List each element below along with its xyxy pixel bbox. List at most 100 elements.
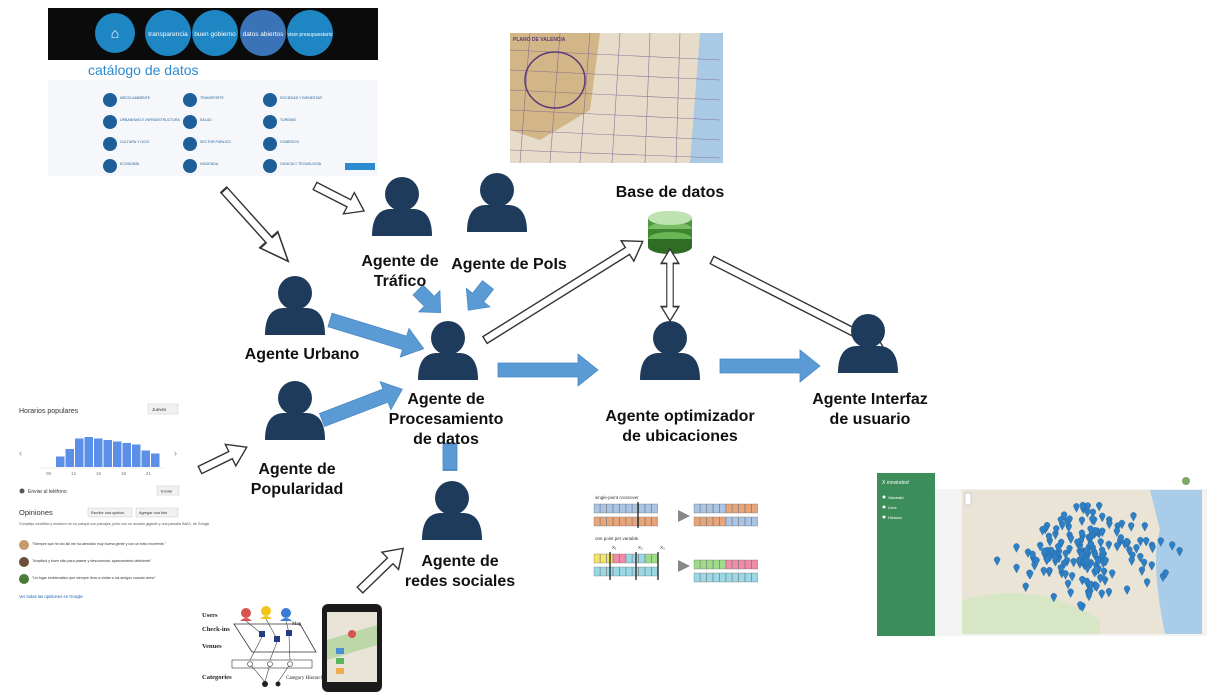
map-pin-icon[interactable] — [1099, 512, 1106, 523]
map-pin-icon[interactable] — [1141, 558, 1148, 569]
category-7[interactable]: CULTURA Y OCIO — [120, 140, 149, 144]
portal-menu-4[interactable]: aplicaciones — [285, 60, 311, 65]
map-pin-icon[interactable] — [1057, 516, 1064, 526]
map-pin-icon[interactable] — [1085, 591, 1092, 602]
map-pin-icon[interactable] — [1052, 554, 1059, 564]
map-pin-icon[interactable] — [1066, 515, 1073, 525]
map-pin-icon[interactable] — [1033, 557, 1040, 567]
map-pin-icon[interactable] — [1105, 588, 1112, 598]
portal-menu-5[interactable]: participa — [320, 60, 338, 65]
map-pin-icon[interactable] — [1148, 561, 1155, 571]
map-pin-icon[interactable] — [1128, 556, 1135, 566]
day-selector[interactable]: Jueves — [152, 407, 167, 412]
map-pin-icon[interactable] — [1066, 545, 1073, 555]
map-pin-icon[interactable] — [1093, 566, 1100, 576]
map-pin-icon[interactable] — [1089, 515, 1096, 525]
map-pin-icon[interactable] — [1144, 578, 1151, 588]
map-pin-icon[interactable] — [1067, 588, 1074, 598]
map-pin-icon[interactable] — [1079, 551, 1086, 561]
all-reviews-link[interactable]: Ver todas las opiniones en Google — [19, 594, 83, 599]
category-10[interactable]: ECONOMÍA — [120, 162, 140, 166]
map-pin-icon[interactable] — [1050, 593, 1057, 603]
map-pin-icon[interactable] — [1137, 553, 1144, 563]
map-pin-icon[interactable] — [1099, 527, 1106, 538]
map-pin-icon[interactable] — [1073, 503, 1080, 513]
category-2[interactable]: TRANSPORTE — [200, 96, 225, 100]
map-pin-icon[interactable] — [1061, 559, 1068, 570]
map-pin-icon[interactable] — [1053, 525, 1060, 535]
category-1[interactable]: MEDIO AMBIENTE — [120, 96, 151, 100]
map-pin-icon[interactable] — [1078, 516, 1085, 526]
map-pin-icon[interactable] — [1070, 558, 1077, 568]
map-pin-icon[interactable] — [1029, 550, 1036, 561]
map-pin-icon[interactable] — [994, 556, 1001, 566]
map-pin-icon[interactable] — [1087, 525, 1094, 535]
map-pin-icon[interactable] — [1101, 567, 1108, 578]
map-pin-icon[interactable] — [1143, 537, 1150, 547]
map-pin-icon[interactable] — [1102, 557, 1109, 567]
map-pin-icon[interactable] — [1106, 519, 1113, 530]
category-4[interactable]: URBANISMO E INFRAESTRUCTURA — [120, 118, 181, 122]
map-pin-icon[interactable] — [1097, 538, 1104, 548]
add-photo-button[interactable]: Agregar una foto — [139, 511, 167, 515]
category-9[interactable]: COMERCIO — [280, 140, 300, 144]
app-menu-1[interactable]: Valueatd — [888, 495, 904, 500]
map-pin-icon[interactable] — [1114, 522, 1121, 532]
map-pin-icon[interactable] — [1087, 581, 1095, 591]
portal-menu-1[interactable]: ¿qué son? — [170, 60, 192, 65]
map-pin-icon[interactable] — [1141, 522, 1148, 532]
map-pin-icon[interactable] — [1037, 541, 1044, 552]
map-pin-icon[interactable] — [1130, 512, 1137, 522]
map-pin-icon[interactable] — [1074, 538, 1081, 549]
send-button[interactable]: Enviar — [161, 489, 173, 494]
map-pin-icon[interactable] — [1113, 527, 1120, 537]
map-pin-icon[interactable] — [1137, 537, 1144, 547]
map-pin-icon[interactable] — [1157, 537, 1164, 547]
category-6[interactable]: TURISMO — [280, 118, 296, 122]
map-pin-icon[interactable] — [1099, 546, 1106, 557]
map-pin-icon[interactable] — [1109, 569, 1116, 579]
map-pin-icon[interactable] — [1089, 508, 1096, 519]
map-pin-icon[interactable] — [1062, 570, 1069, 580]
map-pin-icon[interactable] — [1059, 521, 1066, 531]
map-pin-icon[interactable] — [1013, 564, 1020, 574]
map-pin-icon[interactable] — [1083, 547, 1090, 557]
map-pin-icon[interactable] — [1138, 566, 1145, 576]
category-3[interactable]: SOCIEDAD Y BIENESTAR — [280, 96, 322, 100]
category-11[interactable]: HACIENDA — [200, 162, 219, 166]
map-pin-icon[interactable] — [1118, 519, 1125, 530]
app-menu-3[interactable]: Historia — [888, 515, 902, 520]
map-pin-icon[interactable] — [1040, 567, 1047, 577]
map-pin-icon[interactable] — [1055, 543, 1062, 553]
map-pin-icon[interactable] — [1096, 502, 1103, 512]
map-pin-icon[interactable] — [1169, 541, 1176, 551]
map-pin-icon[interactable] — [1129, 551, 1136, 561]
map-pin-icon[interactable] — [1079, 502, 1086, 512]
map-pin-icon[interactable] — [1098, 589, 1105, 600]
map-pin-icon[interactable] — [1176, 547, 1183, 557]
map-pin-icon[interactable] — [1039, 526, 1046, 536]
map-pin-icon[interactable] — [1149, 543, 1156, 554]
map-pin-icon[interactable] — [1083, 558, 1090, 568]
category-12[interactable]: CIENCIA Y TECNOLOGÍA — [280, 162, 322, 166]
map-pin-icon[interactable] — [1162, 569, 1169, 579]
send-to-phone-link[interactable]: Enviar al teléfono — [28, 489, 67, 495]
map-pin-icon[interactable] — [1124, 585, 1131, 595]
map-pin-icon[interactable] — [1123, 538, 1130, 548]
map-pin-icon[interactable] — [1045, 532, 1052, 543]
portal-nav-4[interactable]: visor presupuestario — [287, 32, 332, 38]
map-pin-icon[interactable] — [1114, 542, 1121, 552]
write-review-button[interactable]: Escribe una opinión — [91, 511, 124, 515]
map-pin-icon[interactable] — [1084, 508, 1091, 518]
map-pin-icon[interactable] — [1101, 576, 1109, 586]
portal-menu-2[interactable]: cuadros de mando — [202, 60, 240, 65]
category-8[interactable]: SECTOR PÚBLICO — [200, 140, 231, 144]
map-pin-icon[interactable] — [1027, 570, 1034, 580]
portal-nav-1[interactable]: transparencia — [148, 31, 188, 38]
map-pin-icon[interactable] — [1069, 572, 1076, 582]
map-pin-icon[interactable] — [1126, 546, 1133, 556]
map-pin-icon[interactable] — [1078, 529, 1085, 539]
map-pin-icon[interactable] — [1128, 522, 1135, 532]
map-pin-icon[interactable] — [1022, 582, 1029, 593]
portal-menu-3[interactable]: apis disponibles — [245, 60, 278, 65]
